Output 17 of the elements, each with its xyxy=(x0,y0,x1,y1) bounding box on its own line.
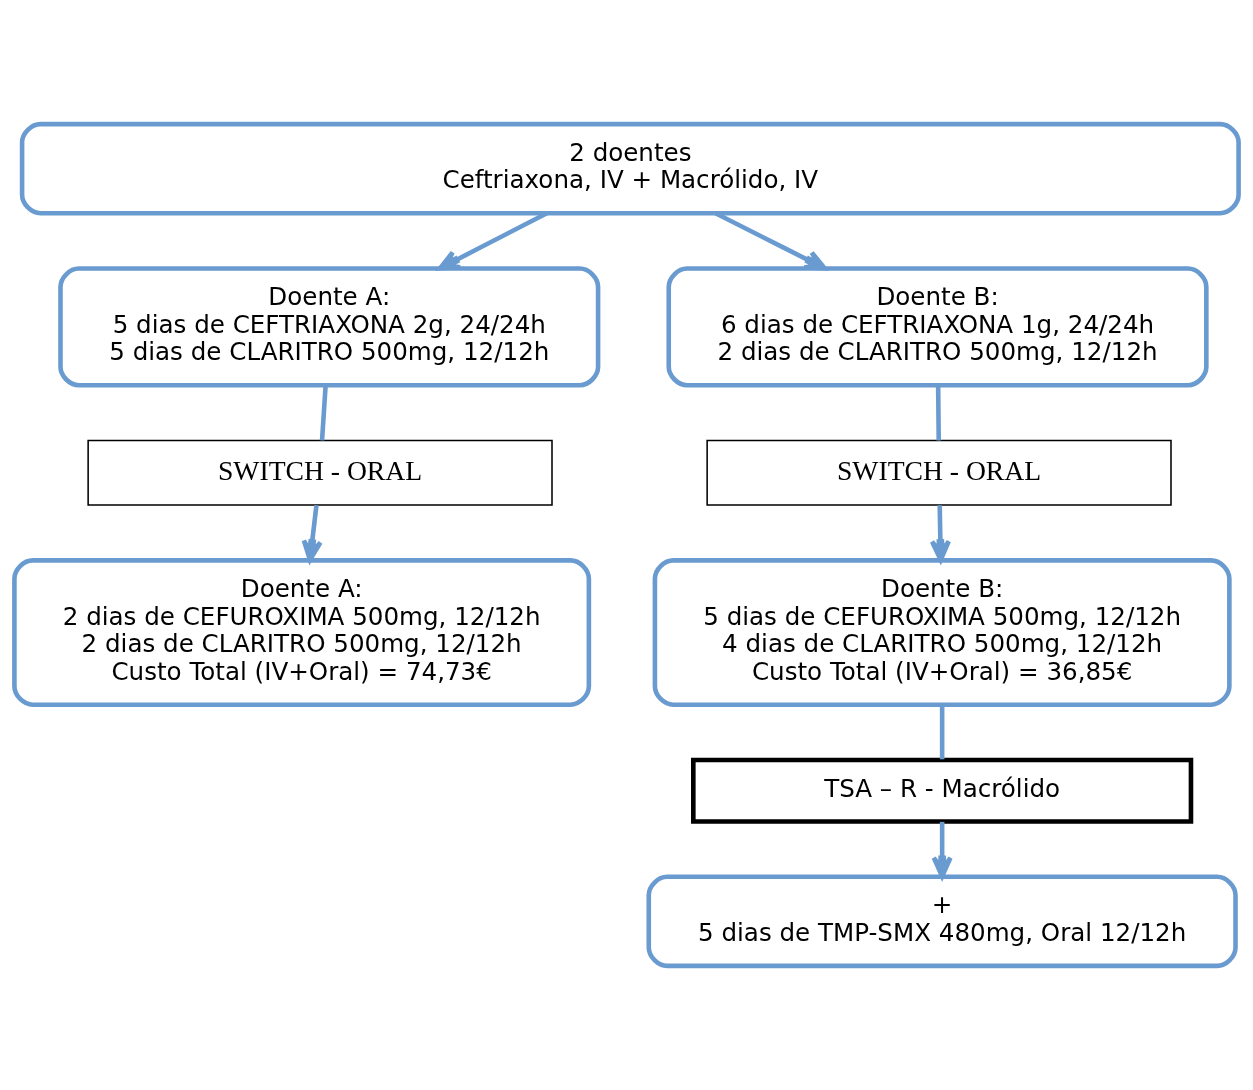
arrow xyxy=(301,505,323,563)
node-box: SWITCH - ORAL xyxy=(87,439,553,506)
node-box: 2 doentes Ceftriaxona, IV + Macrólido, IV xyxy=(19,121,1241,216)
arrow xyxy=(714,211,827,271)
node-box: SWITCH - ORAL xyxy=(706,439,1172,506)
arrow xyxy=(929,505,951,563)
arrow xyxy=(931,821,953,879)
connector xyxy=(935,385,942,441)
connector xyxy=(319,385,328,441)
node-box: Doente A: 5 dias de CEFTRIAXONA 2g, 24/24h 5 dias de CLARITRO 500mg, 12/12h xyxy=(58,266,601,388)
arrow xyxy=(437,211,548,271)
node-box: + 5 dias de TMP-SMX 480mg, Oral 12/12h xyxy=(646,874,1238,969)
connector xyxy=(939,704,945,760)
node-box: Doente B: 6 dias de CEFTRIAXONA 1g, 24/24h 2 dias de CLARITRO 500mg, 12/12h xyxy=(666,266,1209,388)
node-box: TSA – R - Macrólido xyxy=(691,757,1194,824)
node-box: Doente B: 5 dias de CEFUROXIMA 500mg, 12/12h 4 dias de CLARITRO 500mg, 12/12h Custo Total (IV+Oral) = 36,85€ xyxy=(652,558,1232,708)
node-box: Doente A: 2 dias de CEFUROXIMA 500mg, 12/12h 2 dias de CLARITRO 500mg, 12/12h Custo Total (IV+Oral) = 74,73€ xyxy=(12,558,592,708)
